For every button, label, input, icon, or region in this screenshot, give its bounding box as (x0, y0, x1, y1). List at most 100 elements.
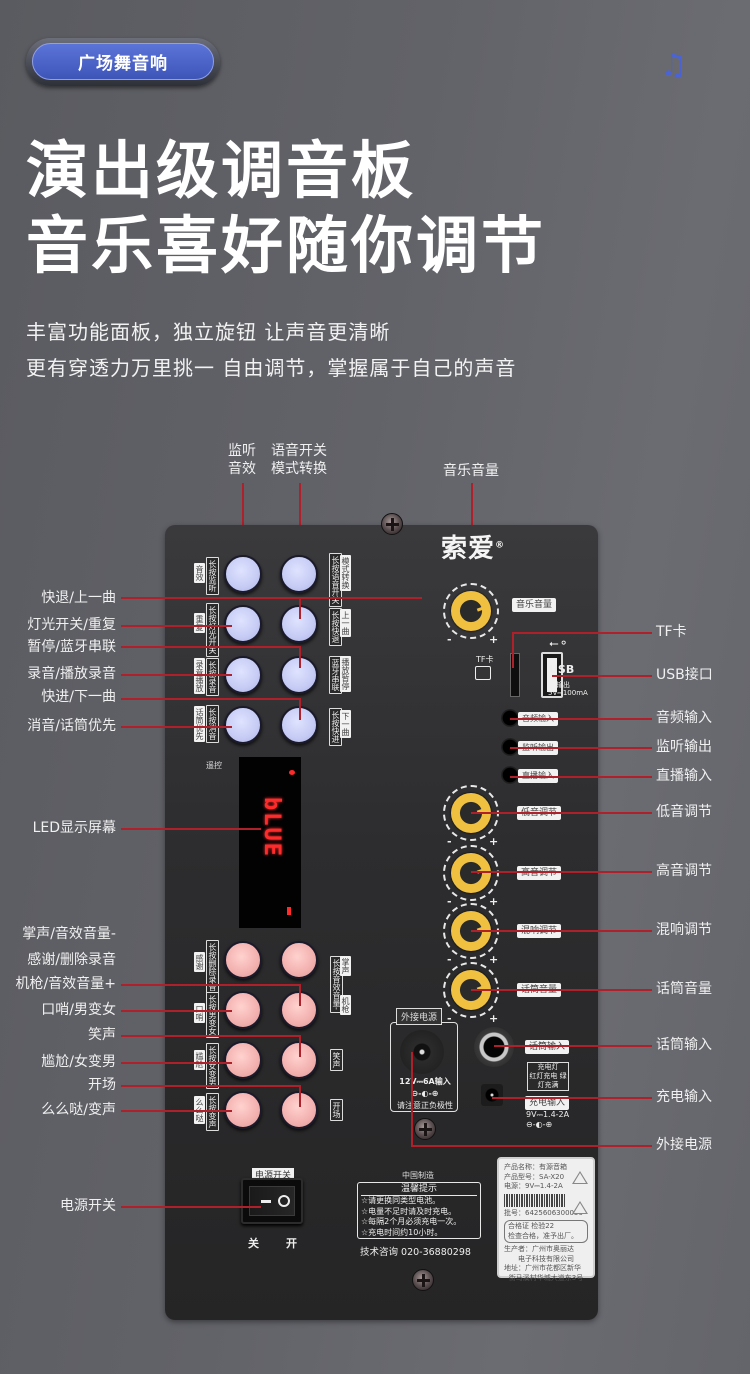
leader-line (121, 1010, 232, 1012)
leader-line (121, 1035, 301, 1037)
notice-line: ☆每隔2个月必须充电一次。 (361, 1217, 462, 1226)
leader-line (121, 597, 422, 599)
button-tag: 录音播放 (194, 658, 205, 694)
brand-logo: 索爱® (441, 534, 506, 564)
notice-line: ☆请更换同类型电池。 (361, 1196, 441, 1205)
button-tag-long: 长按监听 (206, 557, 219, 595)
button-tag-long: 长按音效音量- (330, 956, 343, 1013)
callout-reverb: 混响调节 (656, 922, 712, 938)
made-in-label: 中国制造 (402, 1171, 434, 1180)
leader-line (471, 812, 652, 814)
power-off-label: 关 (248, 1237, 259, 1250)
charge-input-label: 充电输入 (525, 1096, 570, 1110)
tf-card-label: TF卡 (476, 655, 494, 664)
external-power-socket[interactable] (400, 1030, 444, 1074)
button-tag-long: 长按消音 (206, 705, 219, 743)
callout-treble: 高音调节 (656, 863, 712, 879)
callout-live-input: 直播输入 (656, 768, 712, 784)
button-tag-long: 长按删除录音 (206, 940, 219, 994)
callout-audio-input: 音频输入 (656, 710, 712, 726)
external-power-title: 外接电源 (396, 1008, 443, 1025)
button-tag: 笑声 (330, 1049, 343, 1071)
callout-opening: 开场 (88, 1077, 116, 1093)
led-indicator (289, 770, 295, 775)
button-tag: 口哨 (194, 1003, 205, 1023)
power-switch-rocker[interactable] (249, 1186, 295, 1216)
notice-box: 温馨提示 ☆请更换同类型电池。 ☆电量不足时请及时充电。 ☆每隔2个月必须充电一… (357, 1182, 481, 1239)
button-mode-switch[interactable] (280, 555, 318, 593)
leader-line (242, 483, 244, 563)
button-tag: 机枪 (340, 995, 351, 1015)
callout-monitor-output: 监听输出 (656, 739, 712, 755)
power-switch-title: 电源开关 (252, 1168, 295, 1181)
callout-mute: 消音/话筒优先 (27, 718, 116, 734)
leader-line (494, 1045, 652, 1047)
tf-card-slot[interactable] (510, 653, 520, 697)
callout-power-switch: 电源开关 (60, 1198, 116, 1214)
subtitle-line-2: 更有穿透力万里挑一 自由调节，掌握属于自己的声音 (26, 356, 517, 380)
leader-line (471, 989, 652, 991)
notice-line: ☆充电时间约10小时。 (361, 1227, 443, 1237)
button-tag: 尴尬 (194, 1050, 205, 1070)
leader-line (121, 1085, 301, 1087)
callout-usb-port: USB接口 (656, 667, 713, 683)
jack-live-input[interactable] (501, 766, 519, 784)
button-opening[interactable] (280, 1091, 318, 1129)
sd-card-icon (475, 666, 491, 680)
callout-external-power: 外接电源 (656, 1137, 712, 1153)
mic-input-jack[interactable] (474, 1027, 514, 1067)
knob-treble[interactable]: -+ (443, 845, 499, 908)
category-badge: 广场舞音响 (26, 38, 220, 86)
callout-laughter: 笑声 (88, 1027, 116, 1043)
headline-line-1: 演出级调音板 (26, 134, 417, 207)
leader-line (121, 726, 232, 728)
button-mic-priority[interactable] (224, 706, 262, 744)
button-tag: 掌声 (340, 956, 351, 976)
usb-output-label: 输出 (556, 681, 570, 689)
leader-line (471, 930, 652, 932)
external-power-spec: 12V⎓6A输入 ⊖-◐-⊕ 请注意正负极性 (397, 1077, 453, 1110)
leader-line (299, 984, 301, 1006)
button-awkward[interactable] (224, 1041, 262, 1079)
leader-line (492, 1097, 652, 1099)
leader-line (121, 1206, 261, 1208)
charge-input-jack[interactable] (481, 1084, 503, 1106)
leader-line (299, 698, 301, 720)
power-switch[interactable] (241, 1178, 303, 1224)
leader-line (510, 747, 652, 749)
callout-next-track: 快进/下一曲 (41, 689, 116, 705)
callout-whistle: 口哨/男变女 (41, 1002, 116, 1018)
leader-line (411, 1145, 652, 1147)
button-tag: 重复 (194, 613, 205, 633)
callout-music-volume: 音乐音量 (443, 463, 499, 479)
leader-line (299, 1035, 301, 1057)
button-repeat[interactable] (224, 605, 262, 643)
button-tag: 模式转换 (340, 555, 351, 591)
button-tag-long: 长按女变男 (206, 1043, 219, 1089)
charge-indicator-legend: 充电灯 红灯充电 绿灯充满 (527, 1062, 569, 1091)
category-badge-label: 广场舞音响 (32, 43, 214, 80)
leader-line (299, 646, 301, 668)
button-thanks[interactable] (224, 941, 262, 979)
callout-mic-volume: 话筒音量 (656, 981, 712, 997)
knob-label: 音乐音量 (512, 598, 557, 612)
usb-label: USB (549, 663, 575, 676)
power-on-label: 开 (286, 1237, 297, 1250)
charge-spec: 9V⎓1.4-2A ⊖-◐-⊕ (526, 1110, 570, 1129)
usb-icon: ⭠⚬ (549, 636, 569, 650)
mic-input-label: 话筒输入 (525, 1040, 570, 1054)
barcode (504, 1193, 566, 1207)
callout-charge-input: 充电输入 (656, 1089, 712, 1105)
leader-line (471, 871, 652, 873)
on-symbol-icon (278, 1195, 290, 1207)
leader-line (411, 1052, 413, 1146)
leader-line (512, 632, 652, 634)
button-applause[interactable] (280, 941, 318, 979)
leader-line (121, 674, 232, 676)
callout-voice-mode: 语音开关 模式转换 (271, 443, 327, 477)
callout-monitor-effect: 监听 音效 (228, 443, 256, 477)
button-monitor-effect[interactable] (224, 555, 262, 593)
leader-line (121, 1110, 232, 1112)
knob-music-volume[interactable]: -+ (443, 583, 499, 646)
button-tag: 音效 (194, 563, 205, 583)
